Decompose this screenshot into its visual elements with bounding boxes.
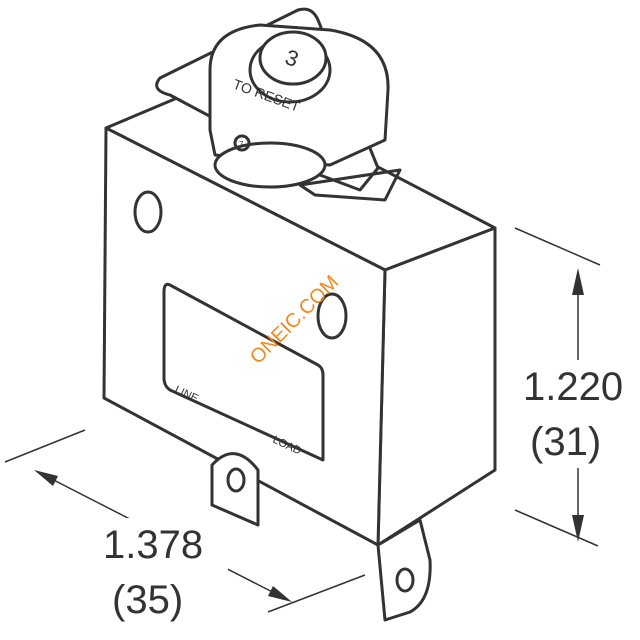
terminal-hole-left: [226, 467, 246, 493]
width-text-bg: [98, 518, 228, 624]
height-extension-bottom: [514, 509, 599, 547]
label-plate: [162, 282, 325, 462]
box-right-face: [376, 226, 497, 547]
arrow-down-icon: [572, 515, 584, 542]
arrow-up-icon: [572, 268, 584, 295]
reset-collar: [213, 141, 327, 189]
reset-button[interactable]: [258, 30, 328, 86]
arrow-right-icon: [268, 586, 292, 602]
terminal-tab-left: [210, 452, 260, 527]
terminal-hole-right: [395, 567, 415, 593]
height-inches: 1.220: [523, 365, 623, 409]
width-extension-left: [4, 429, 86, 463]
mounting-hole-right: [316, 292, 348, 340]
arrow-left-icon: [34, 470, 58, 486]
width-mm: (35): [112, 578, 183, 622]
mounting-hole-left: [133, 190, 163, 234]
small-mark-label: 7: [239, 140, 244, 149]
small-mark: [233, 134, 251, 152]
clip-lever: [298, 168, 402, 202]
width-inches: 1.378: [103, 523, 203, 567]
height-text-bg: [520, 360, 638, 468]
height-mm: (31): [530, 420, 601, 464]
width-extension-right: [267, 574, 366, 613]
height-extension-top: [514, 227, 601, 266]
